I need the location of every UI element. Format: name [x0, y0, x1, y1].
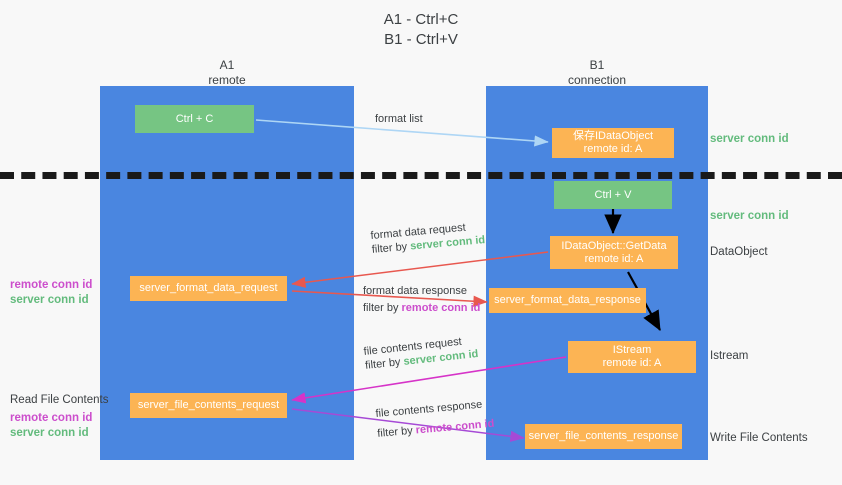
- column-header-a1: A1 remote: [100, 58, 354, 88]
- node-getdata-line2: remote id: A: [584, 252, 644, 265]
- edge-label-file-contents-response: file contents response filter by remote …: [375, 397, 495, 441]
- node-istream[interactable]: IStream remote id: A: [568, 341, 696, 373]
- note-right-server-conn-id-2: server conn id: [710, 209, 789, 224]
- edge-label-fcres-highlight: remote conn id: [415, 417, 495, 437]
- note-right-server-conn-id-1: server conn id: [710, 132, 789, 147]
- diagram-title: A1 - Ctrl+C B1 - Ctrl+V: [0, 10, 842, 50]
- note-right-server-conn-id-1-text: server conn id: [710, 133, 789, 145]
- column-a1-name: A1: [219, 58, 235, 72]
- note-left-mid-remote-text: remote conn id: [10, 279, 93, 291]
- node-getdata-line1: IDataObject::GetData: [561, 239, 667, 252]
- node-save-idataobject-line2: remote id: A: [583, 143, 643, 155]
- node-ctrl-c[interactable]: Ctrl + C: [135, 105, 254, 133]
- edge-label-file-contents-request: file contents request filter by server c…: [363, 333, 479, 373]
- node-server-file-contents-response[interactable]: server_file_contents_response: [525, 424, 682, 449]
- note-left-bot-remote-text: remote conn id: [10, 412, 93, 424]
- column-a1-sub: remote: [208, 73, 246, 87]
- note-left-bottom-conn-ids: remote conn id server conn id: [10, 411, 92, 441]
- edge-label-format-data-request: format data request filter by server con…: [370, 219, 486, 257]
- edge-label-fdres-line2: filter by remote conn id: [363, 301, 480, 315]
- node-save-idataobject[interactable]: 保存IDataObject remote id: A: [552, 128, 674, 158]
- note-right-write-file-contents-text: Write File Contents: [710, 432, 808, 444]
- node-server-file-contents-request[interactable]: server_file_contents_request: [130, 393, 287, 418]
- edge-label-format-data-response: format data response filter by remote co…: [363, 284, 480, 315]
- edge-label-format-list-text: format list: [375, 113, 423, 125]
- node-server-format-data-request-label: server_format_data_request: [139, 282, 278, 294]
- note-right-istream-text: Istream: [710, 350, 749, 362]
- note-left-mid-conn-ids: remote conn id server conn id: [10, 278, 92, 308]
- edge-label-fdres-line1: format data response: [363, 285, 467, 297]
- note-right-istream: Istream: [710, 349, 748, 364]
- edge-label-fdreq-prefix: filter by: [371, 240, 411, 256]
- edge-label-fcreq-prefix: filter by: [364, 355, 405, 372]
- column-b1-sub: connection: [567, 73, 627, 87]
- node-ctrl-c-label: Ctrl + C: [175, 112, 214, 125]
- node-istream-line2: remote id: A: [602, 357, 662, 369]
- node-server-format-data-response-label: server_format_data_response: [494, 294, 641, 306]
- node-server-file-contents-response-label: server_file_contents_response: [528, 430, 679, 442]
- note-left-read-file-contents: Read File Contents: [10, 393, 108, 408]
- note-right-write-file-contents: Write File Contents: [710, 431, 808, 446]
- node-server-file-contents-request-label: server_file_contents_request: [137, 399, 280, 411]
- node-server-format-data-request[interactable]: server_format_data_request: [130, 276, 287, 301]
- node-server-format-data-response[interactable]: server_format_data_response: [489, 288, 646, 313]
- note-left-bot-server-text: server conn id: [10, 427, 89, 439]
- column-header-b1: B1 connection: [486, 58, 708, 88]
- node-ctrl-v-label: Ctrl + V: [594, 188, 632, 201]
- note-left-read-file-contents-text: Read File Contents: [10, 394, 109, 406]
- edge-label-fdres-prefix: filter by: [363, 302, 402, 314]
- title-line-1: A1 - Ctrl+C: [383, 11, 459, 28]
- edge-label-fcres-prefix: filter by: [376, 424, 417, 440]
- edge-label-fcres-line2: filter by remote conn id: [377, 417, 495, 441]
- note-right-dataobject: DataObject: [710, 245, 768, 260]
- edge-label-fdres-highlight: remote conn id: [401, 302, 481, 314]
- note-right-dataobject-text: DataObject: [710, 246, 768, 258]
- node-idataobject-getdata[interactable]: IDataObject::GetData remote id: A: [550, 236, 678, 269]
- title-line-2: B1 - Ctrl+V: [384, 31, 458, 48]
- phase-divider-line: [0, 172, 842, 179]
- column-b1-name: B1: [589, 58, 605, 72]
- node-ctrl-v[interactable]: Ctrl + V: [554, 181, 672, 209]
- node-istream-line1: IStream: [612, 344, 652, 356]
- note-left-mid-server-text: server conn id: [10, 294, 89, 306]
- note-right-server-conn-id-2-text: server conn id: [710, 210, 789, 222]
- edge-label-format-list: format list: [375, 112, 423, 126]
- node-save-idataobject-line1: 保存IDataObject: [572, 130, 654, 142]
